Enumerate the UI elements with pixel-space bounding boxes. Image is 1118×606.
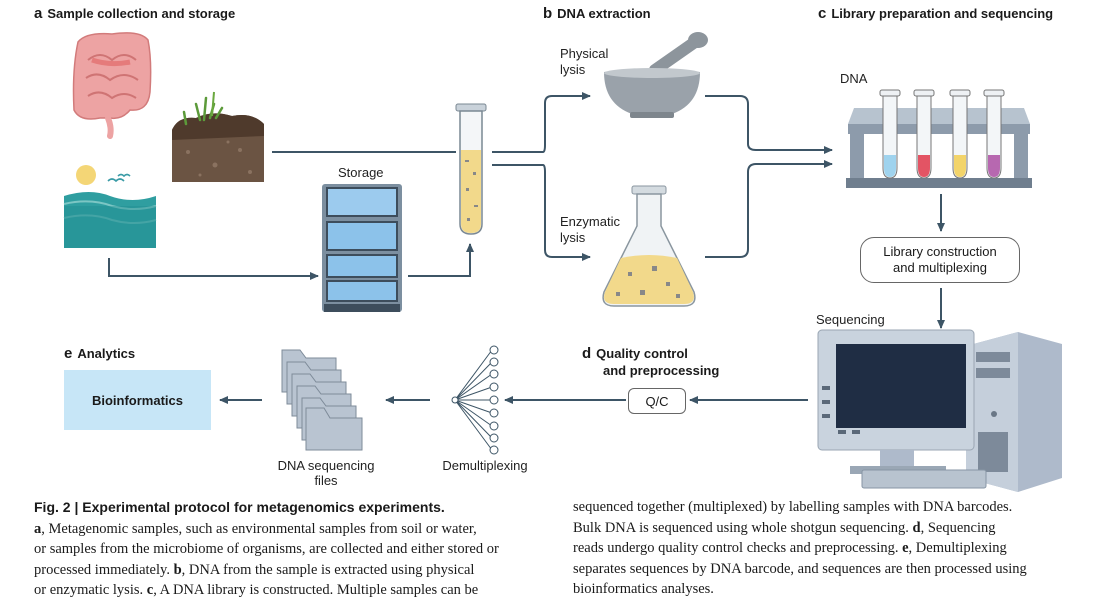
caption-letter-a: a: [34, 520, 42, 537]
panel-d-header: d Quality control: [582, 346, 688, 362]
arrow-storage-to-tube: [408, 243, 474, 277]
panel-d-header-line2: and preprocessing: [603, 363, 719, 379]
caption-b-text2: or enzymatic lysis.: [34, 582, 147, 598]
caption-left-line3: processed immediately. b, DNA from the s…: [34, 560, 554, 581]
figure-caption-right: sequenced together (multiplexed) by labe…: [573, 497, 1093, 600]
intestine-icon: [72, 32, 152, 139]
panel-d-title-line1: Quality control: [596, 346, 688, 361]
dna-tube-red: [913, 89, 935, 179]
panel-c-title: Library preparation and sequencing: [831, 6, 1054, 21]
soil-icon: [172, 91, 264, 182]
panel-b-title: DNA extraction: [557, 6, 651, 21]
caption-b-text1: , DNA from the sample is extracted using…: [181, 561, 475, 578]
caption-c-text: , A DNA library is constructed. Multiple…: [153, 582, 479, 598]
dna-files-icon: [281, 349, 363, 451]
library-construction-box: Library construction and multiplexing: [860, 237, 1020, 283]
caption-a-text3: processed immediately.: [34, 561, 174, 578]
physical-lysis-label-line2: lysis: [560, 62, 586, 77]
caption-right-line3: reads undergo quality control checks and…: [573, 538, 1093, 559]
panel-d-title-line2: and preprocessing: [603, 363, 720, 378]
caption-left-line1: a, Metagenomic samples, such as environm…: [34, 519, 554, 540]
caption-letter-b: b: [173, 561, 182, 578]
storage-label: Storage: [338, 165, 384, 180]
panel-e-header: e Analytics: [64, 346, 135, 362]
dna-files-label-line1: DNA sequencing: [277, 458, 375, 473]
enzymatic-lysis-label-line2: lysis: [560, 230, 586, 245]
caption-right-line4: separates sequences by DNA barcode, and …: [573, 560, 1027, 577]
caption-fig-label: Fig. 2 |: [34, 499, 83, 515]
workflow-diagram: [63, 32, 1062, 492]
enzymatic-flask-icon: [602, 185, 696, 307]
library-construction-line2: and multiplexing: [893, 260, 987, 275]
mortar-pestle-icon: [604, 32, 708, 118]
caption-right-line2a: Bulk DNA is sequenced using whole shotgu…: [573, 519, 913, 536]
panel-d-letter: d: [582, 345, 592, 362]
water-icon: [63, 165, 157, 248]
panel-c-header: c Library preparation and sequencing: [818, 6, 1053, 22]
sequencer-computer-icon: [817, 329, 1062, 492]
panel-e-letter: e: [64, 345, 73, 362]
arrow-tube-to-physical: [492, 92, 591, 153]
arrow-water-to-storage: [108, 258, 319, 280]
panel-a-letter: a: [34, 5, 43, 22]
storage-freezer-icon: [322, 184, 402, 312]
library-construction-line1: Library construction: [883, 244, 997, 259]
panel-b-letter: b: [543, 5, 553, 22]
dna-label: DNA: [840, 71, 868, 86]
panel-a-title: Sample collection and storage: [47, 6, 236, 21]
enzymatic-lysis-label-line1: Enzymatic: [560, 214, 620, 229]
caption-title-line: Fig. 2 | Experimental protocol for metag…: [34, 497, 554, 519]
arrow-physical-to-dna: [705, 95, 833, 154]
test-tube-icon: [455, 103, 487, 235]
bioinformatics-box: Bioinformatics: [64, 370, 211, 430]
caption-right-line2: Bulk DNA is sequenced using whole shotgu…: [573, 518, 1093, 539]
caption-a-text1: , Metagenomic samples, such as environme…: [41, 520, 477, 537]
caption-right-line3b: , Demultiplexing: [908, 540, 1007, 556]
caption-title: Experimental protocol for metagenomics e…: [82, 499, 445, 515]
figure-caption-left: Fig. 2 | Experimental protocol for metag…: [34, 497, 554, 601]
caption-right-line2b: , Sequencing: [920, 519, 996, 536]
caption-right-line1: sequenced together (multiplexed) by labe…: [573, 499, 1013, 515]
physical-lysis-label-line1: Physical: [560, 46, 609, 61]
demultiplexing-label: Demultiplexing: [442, 458, 528, 473]
dna-tube-blue: [879, 89, 901, 179]
caption-letter-d: d: [912, 519, 921, 536]
caption-right-line3a: reads undergo quality control checks and…: [573, 540, 903, 556]
dna-tube-rack-icon: [846, 89, 1032, 188]
demultiplexing-icon: [451, 345, 499, 455]
caption-right-line5: bioinformatics analyses.: [573, 581, 714, 597]
qc-box: Q/C: [628, 388, 686, 414]
caption-left-line2: or samples from the microbiome of organi…: [34, 541, 499, 557]
caption-letter-e: e: [902, 540, 909, 556]
caption-left-line4: or enzymatic lysis. c, A DNA library is …: [34, 580, 554, 601]
dna-files-label-line2: files: [314, 473, 338, 488]
panel-b-header: b DNA extraction: [543, 6, 651, 22]
caption-letter-c: c: [146, 582, 154, 598]
dna-tube-yellow: [949, 89, 971, 179]
arrow-enzymatic-to-dna: [705, 160, 833, 258]
panel-e-title: Analytics: [77, 346, 136, 361]
flow-arrows: [108, 92, 945, 404]
dna-tube-purple: [983, 89, 1005, 179]
arrow-tube-to-enzymatic: [492, 164, 591, 261]
panel-c-letter: c: [818, 5, 827, 22]
sequencing-label: Sequencing: [816, 312, 885, 327]
panel-a-header: a Sample collection and storage: [34, 6, 235, 22]
